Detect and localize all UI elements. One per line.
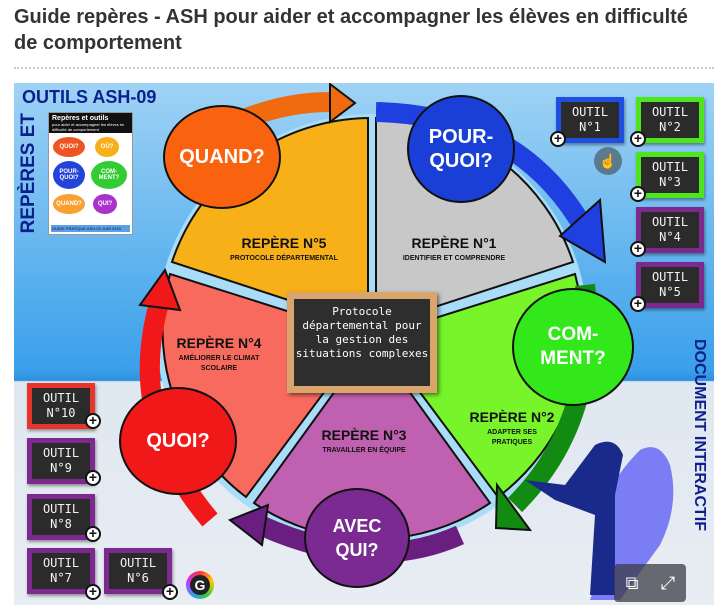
tool-label: OUTIL (571, 105, 609, 119)
tool-number: N°5 (659, 285, 681, 299)
cover-bubble: COM-MENT? (91, 161, 127, 189)
tool-number: N°2 (659, 120, 681, 134)
plus-icon[interactable]: + (85, 413, 101, 429)
tool-number: N°3 (659, 175, 681, 189)
tool-number: N°7 (50, 571, 72, 585)
tool-number: N°9 (50, 461, 72, 475)
silhouette-child (525, 441, 623, 595)
g-logo-icon[interactable]: G (186, 571, 214, 599)
tool-number: N°10 (46, 406, 76, 420)
cover-title: Repères et outils (52, 115, 109, 122)
bubble-pourquoi[interactable]: POUR-QUOI? (407, 95, 515, 203)
cover-footer: GUIDE PRATIQUE ASH-09 JUIN 2015 (51, 225, 130, 232)
repere-subtitle: PROTOCOLE DÉPARTEMENTAL (230, 255, 338, 262)
cover-bubble: QUAND? (53, 194, 85, 214)
center-blackboard[interactable]: Protocole départemental pour la gestion … (287, 292, 437, 393)
cover-bubble: QUOI? (53, 137, 85, 157)
arrow-orange-head (329, 83, 357, 125)
page-title: Guide repères - ASH pour aider et accomp… (14, 6, 688, 54)
plus-icon[interactable]: + (630, 296, 646, 312)
repere-subtitle: ADAPTER SES PRATIQUES (487, 429, 537, 446)
viewer-controls: ⧉ ⤢ (614, 564, 686, 602)
arrow-red-head (138, 267, 182, 312)
tool-number: N°1 (579, 120, 601, 134)
tool-label: OUTIL (42, 391, 80, 405)
repere-title: REPÈRE N°3 (321, 427, 407, 443)
cover-bubble: OÙ? (95, 137, 119, 157)
tool-label: OUTIL (651, 160, 689, 174)
repere-title: REPÈRE N°5 (241, 235, 327, 251)
plus-icon[interactable]: + (85, 470, 101, 486)
bubble-quoi[interactable]: QUOI? (119, 387, 237, 495)
arrow-green-head (494, 482, 533, 532)
tool-label: OUTIL (42, 502, 80, 516)
plus-icon[interactable]: + (85, 526, 101, 542)
cover-bubble: POUR-QUOI? (53, 161, 85, 189)
reperes-heading: REPÈRES ET (18, 113, 39, 234)
repere-subtitle: TRAVAILLER EN ÉQUIPE (322, 447, 406, 454)
document-interactif-label: DOCUMENT INTERACTIF (691, 339, 708, 531)
plus-icon[interactable]: + (85, 584, 101, 600)
arrow-blue-head (558, 197, 607, 264)
logo-letter: G (190, 575, 210, 595)
repere-subtitle: AMÉLIORER LE CLIMAT SCOLAIRE (178, 355, 260, 372)
expand-icon[interactable]: ⤢ (660, 572, 676, 593)
plus-icon[interactable]: + (630, 186, 646, 202)
bubble-avec-qui[interactable]: AVEC QUI? (304, 488, 410, 588)
repere-title: REPÈRE N°1 (411, 235, 497, 251)
outils-heading: OUTILS ASH-09 (22, 87, 157, 107)
arrow-purple-head (228, 503, 270, 547)
bubble-comment[interactable]: COM-MENT? (512, 288, 634, 406)
plus-icon[interactable]: + (550, 131, 566, 147)
repere-title: REPÈRE N°2 (469, 409, 555, 425)
cover-subtitle: pour aider et accompagner les élèves en … (52, 122, 125, 132)
cover-bubble: QUI? (93, 194, 117, 214)
tool-label: OUTIL (42, 446, 80, 460)
tool-label: OUTIL (651, 270, 689, 284)
plus-icon[interactable]: + (162, 584, 178, 600)
share-icon[interactable]: ⧉ (625, 572, 639, 593)
tool-number: N°8 (50, 517, 72, 531)
interactive-infographic[interactable]: OUTILS ASH-09 REPÈRES ET DOCUMENT INTERA… (14, 83, 714, 605)
tool-label: OUTIL (42, 556, 80, 570)
plus-icon[interactable]: + (630, 131, 646, 147)
bubble-quand[interactable]: QUAND? (163, 105, 281, 209)
repere-subtitle: IDENTIFIER ET COMPRENDRE (402, 255, 506, 262)
center-board-text: Protocole départemental pour la gestion … (294, 299, 430, 386)
tool-label: OUTIL (119, 556, 157, 570)
tool-number: N°6 (127, 571, 149, 585)
repere-title: REPÈRE N°4 (176, 335, 262, 351)
tool-label: OUTIL (651, 105, 689, 119)
tool-label: OUTIL (651, 215, 689, 229)
hand-cursor-icon: ☝ (594, 147, 622, 175)
divider (14, 67, 714, 69)
plus-icon[interactable]: + (630, 241, 646, 257)
tool-number: N°4 (659, 230, 681, 244)
